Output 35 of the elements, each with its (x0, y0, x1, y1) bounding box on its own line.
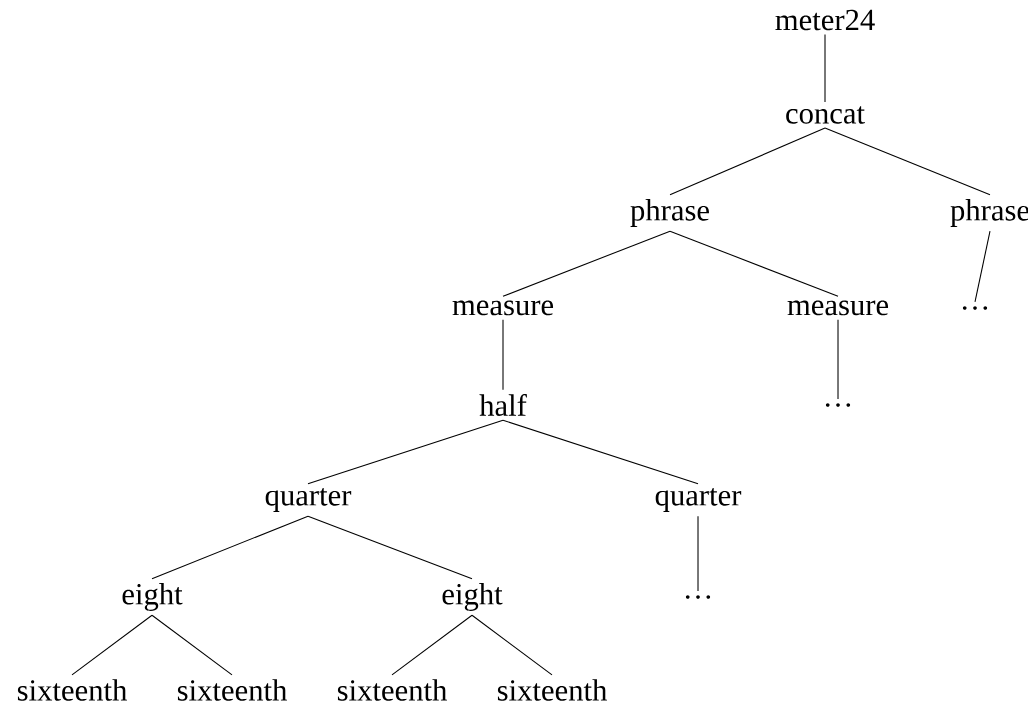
tree-branch (151, 515, 309, 580)
tree-node-label: concat (786, 106, 865, 124)
tree-branch (974, 230, 991, 303)
tree-node-label: quarter (265, 488, 352, 512)
tree-branch (391, 614, 473, 676)
tree-node-label: sixteenth (337, 679, 447, 701)
tree-node-label: measure (787, 300, 889, 316)
tree-node-label: sixteenth (177, 679, 287, 701)
tree-branch (307, 515, 473, 580)
tree-branch (837, 319, 839, 400)
tree-branch (669, 127, 826, 196)
tree-branch (471, 614, 553, 676)
tree-branch (307, 419, 504, 485)
tree-node-label: meter24 (775, 9, 875, 31)
tree-node-label: eight (122, 583, 183, 611)
tree-branch (71, 614, 153, 676)
tree-node-label: … (685, 595, 711, 599)
tree-branch (824, 127, 991, 196)
tree-node-label: measure (452, 300, 554, 316)
tree-branch (502, 419, 699, 485)
tree-branch (151, 614, 233, 676)
tree-node-label: sixteenth (17, 679, 127, 701)
tree-branch (502, 319, 504, 391)
tree-node-label: … (825, 403, 851, 407)
tree-branch (502, 230, 671, 297)
tree-node-label: sixteenth (497, 679, 607, 701)
tree-node-label: half (479, 394, 527, 416)
tree-node-label: … (962, 306, 988, 310)
tree-branch (697, 515, 699, 592)
tree-branch (824, 34, 826, 103)
tree-node-label: quarter (655, 488, 742, 512)
tree-node-label: eight (442, 583, 503, 611)
tree-node-label: phrase (950, 199, 1028, 227)
tree-branch (669, 230, 839, 297)
tree-node-label: phrase (630, 199, 709, 227)
